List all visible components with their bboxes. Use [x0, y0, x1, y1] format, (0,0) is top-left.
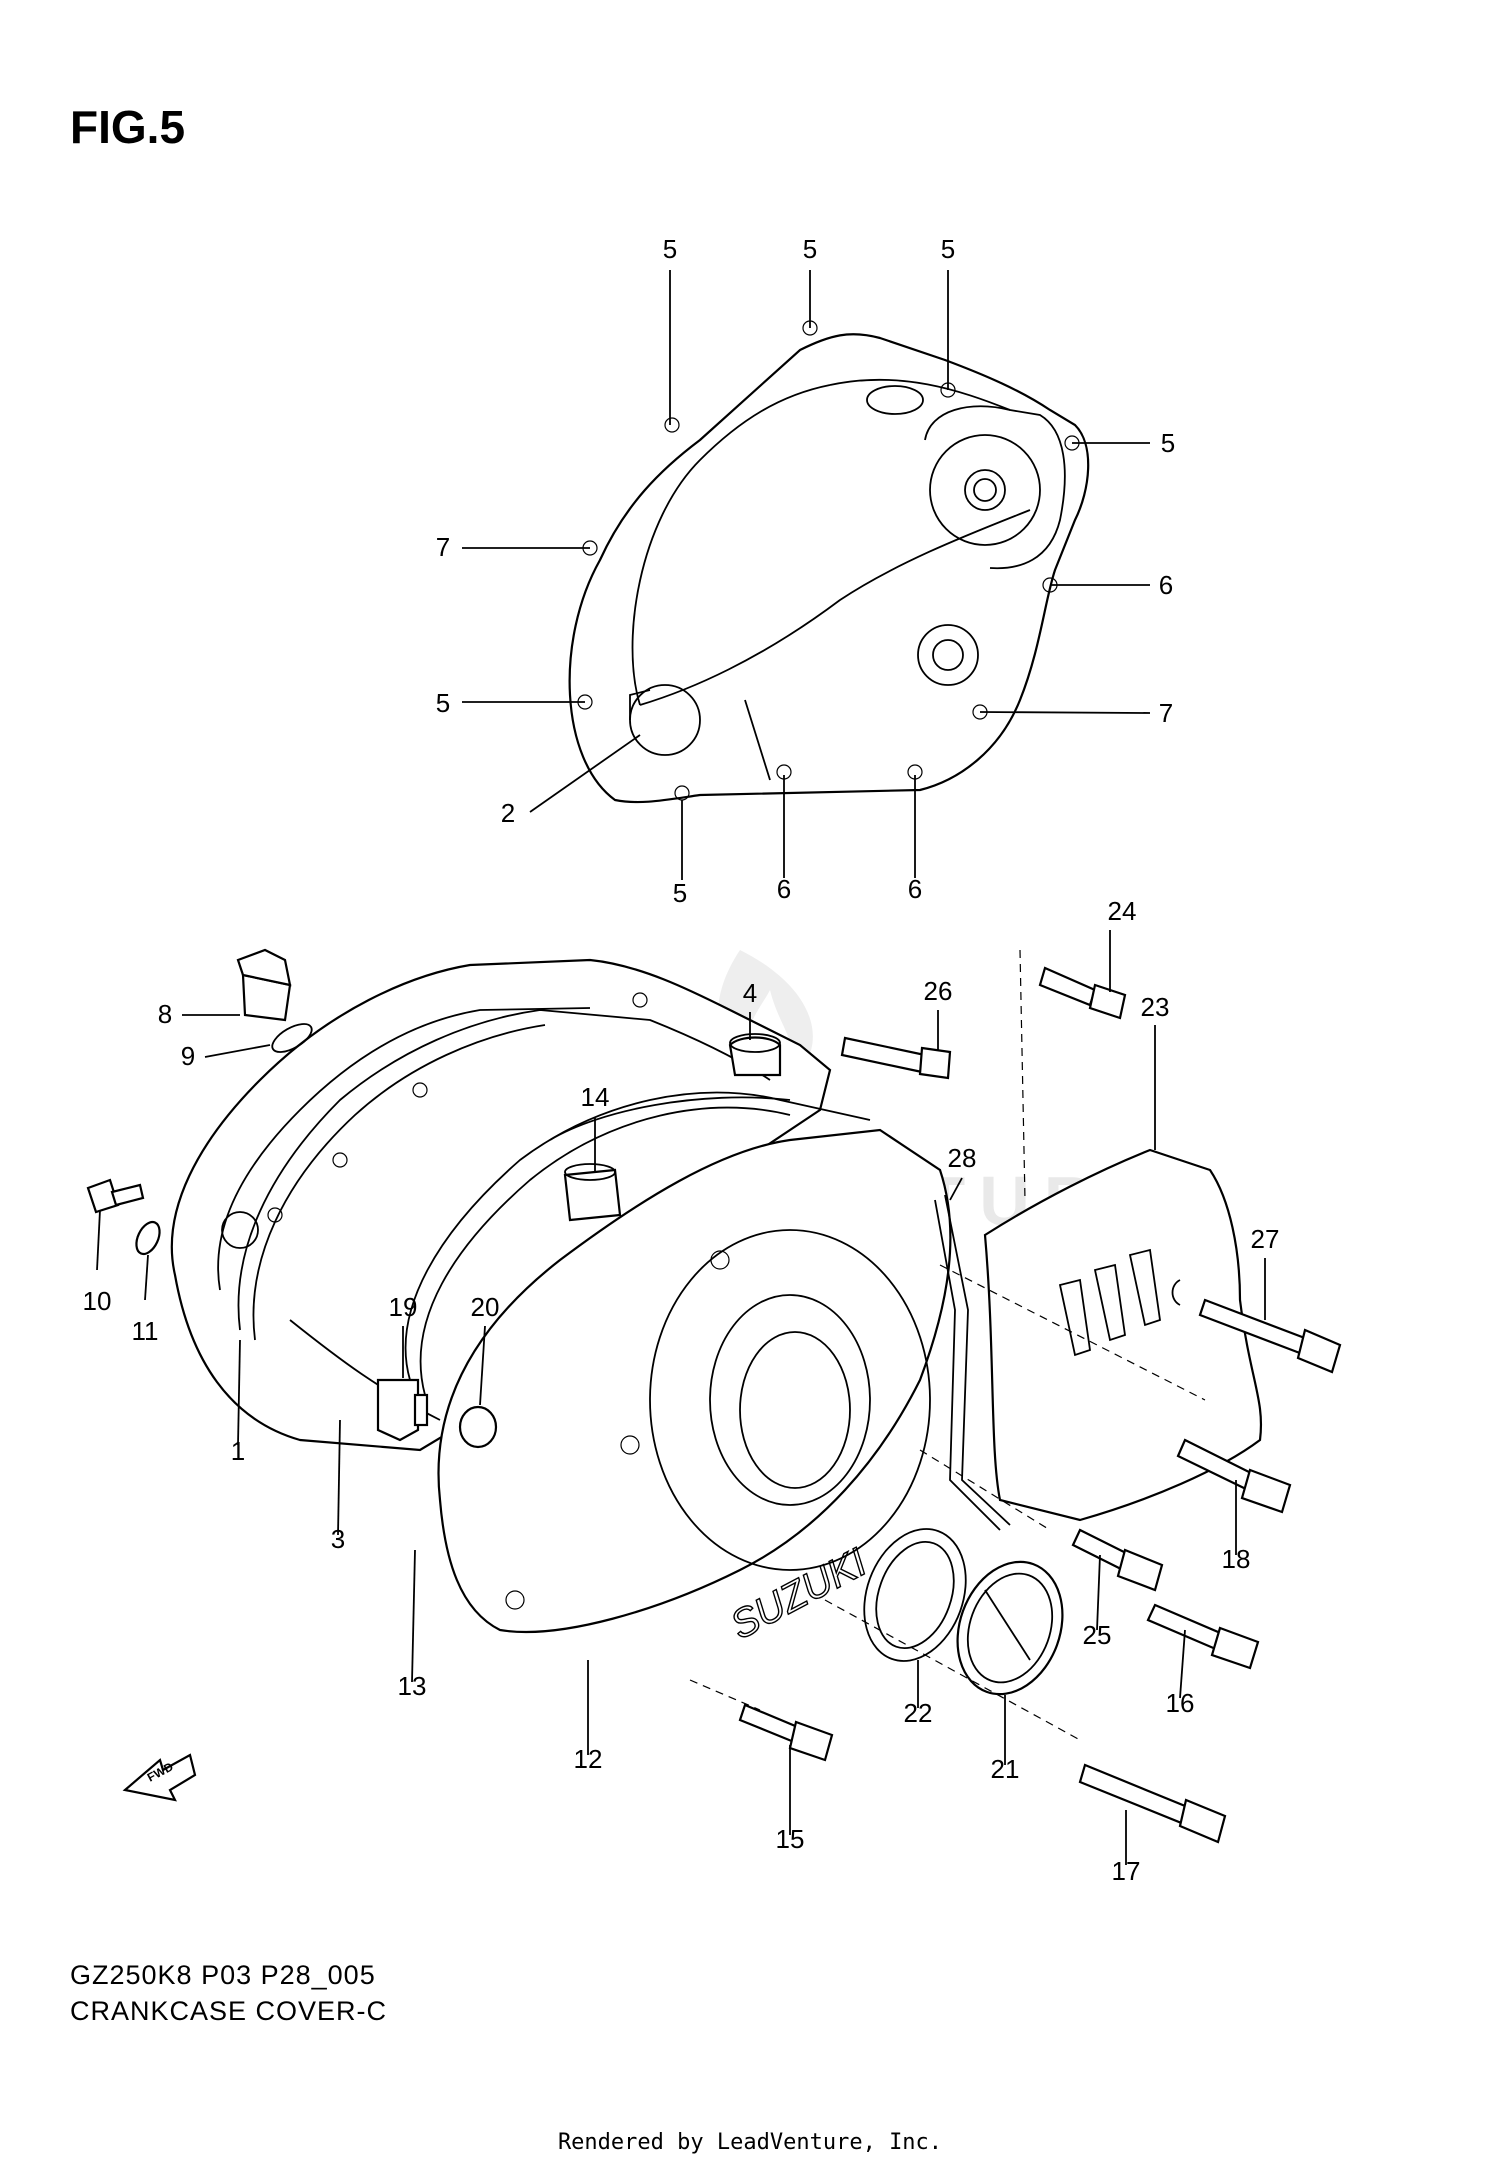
bolt-27 — [1198, 1298, 1342, 1374]
leader-line-c25 — [1096, 1554, 1101, 1631]
bolt-25 — [1071, 1528, 1164, 1592]
callout-c22: 22 — [904, 1698, 933, 1728]
callout-c3: 3 — [331, 1524, 345, 1554]
leader-line-c20 — [479, 1325, 486, 1406]
bolt-26 — [840, 1036, 952, 1080]
callout-c20: 20 — [471, 1292, 500, 1322]
leader-line-c9 — [204, 1044, 271, 1058]
leader-line-c1 — [237, 1339, 241, 1446]
callout-c5f: 5 — [673, 878, 687, 908]
callout-c23: 23 — [1141, 992, 1170, 1022]
callout-c10: 10 — [83, 1286, 112, 1316]
callout-c28: 28 — [948, 1143, 977, 1173]
callout-c11: 11 — [132, 1316, 159, 1346]
callout-c5c: 5 — [941, 234, 955, 264]
leader-line-c3 — [337, 1419, 341, 1536]
bolt-10 — [86, 1178, 145, 1214]
callout-c26: 26 — [924, 976, 953, 1006]
callout-c6a: 6 — [1159, 570, 1173, 600]
callout-c25: 25 — [1083, 1620, 1112, 1650]
leader-line-c16 — [1179, 1629, 1186, 1699]
callout-c19: 19 — [389, 1292, 418, 1322]
leader-line-c10 — [96, 1209, 101, 1271]
bolt-16 — [1146, 1603, 1260, 1670]
bolt-24 — [1038, 966, 1127, 1020]
leader-line-c2 — [529, 734, 641, 813]
upper-crankcase-cover — [568, 320, 1090, 804]
bolt-15 — [738, 1703, 834, 1762]
leader-line-c7b — [979, 711, 1151, 714]
callout-c17: 17 — [1112, 1856, 1141, 1886]
callout-c7a: 7 — [436, 532, 450, 562]
callout-c24: 24 — [1108, 896, 1137, 926]
crankcase-cover-assembly: SUZUKI — [86, 948, 1342, 1844]
bolt-17 — [1078, 1763, 1227, 1844]
leader-line-c13 — [411, 1549, 416, 1683]
callout-c4: 4 — [743, 978, 757, 1008]
fwd-arrow-icon: FWD — [122, 1753, 197, 1802]
callout-c15: 15 — [776, 1824, 805, 1854]
callout-c2: 2 — [501, 798, 515, 828]
callout-c8: 8 — [158, 999, 172, 1029]
leader-line-c11 — [144, 1254, 149, 1301]
callout-c6c: 6 — [908, 874, 922, 904]
section-name: CRANKCASE COVER-C — [70, 1996, 388, 2026]
leader-lines — [96, 270, 1266, 1865]
callout-c1: 1 — [231, 1436, 245, 1466]
callout-c5e: 5 — [436, 688, 450, 718]
callout-c5d: 5 — [1161, 428, 1175, 458]
callout-c14: 14 — [581, 1082, 610, 1112]
callout-c21: 21 — [991, 1754, 1020, 1784]
callout-c18: 18 — [1222, 1544, 1251, 1574]
callout-c7b: 7 — [1159, 698, 1173, 728]
callout-c27: 27 — [1251, 1224, 1280, 1254]
callout-c5a: 5 — [663, 234, 677, 264]
callout-c12: 12 — [574, 1744, 603, 1774]
model-code: GZ250K8 P03 P28_005 — [70, 1960, 376, 1990]
callout-c9: 9 — [181, 1041, 195, 1071]
callout-c5b: 5 — [803, 234, 817, 264]
figure-title: FIG.5 — [70, 101, 186, 153]
callout-c6b: 6 — [777, 874, 791, 904]
callout-c16: 16 — [1166, 1688, 1195, 1718]
leader-line-c28 — [949, 1177, 963, 1201]
render-credit: Rendered by LeadVenture, Inc. — [557, 2130, 943, 2155]
callout-c13: 13 — [398, 1671, 427, 1701]
bolt-18 — [1176, 1438, 1292, 1514]
